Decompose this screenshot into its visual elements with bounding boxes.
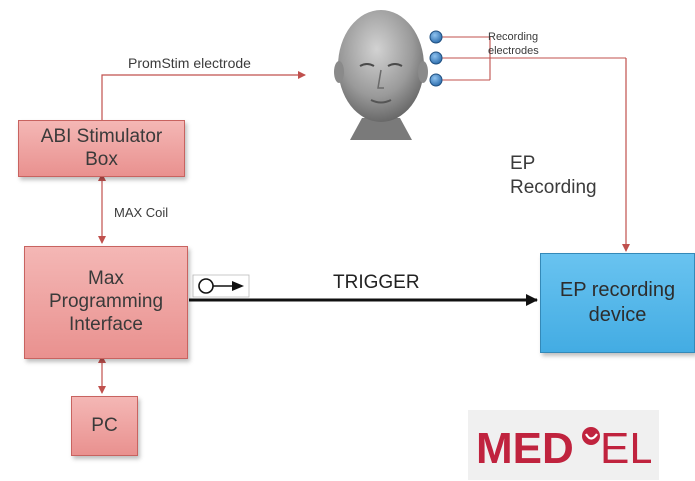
promstim-connector (101, 71, 306, 120)
trigger-label: TRIGGER (333, 272, 420, 293)
electrode-icon (429, 30, 443, 87)
recording-electrodes-label: Recording electrodes (488, 31, 539, 57)
pc-box: PC (71, 396, 138, 456)
abi-stimulator-box: ABI Stimulator Box (18, 120, 185, 177)
ep-recording-device-label: EP recording device (559, 279, 676, 326)
logo-dot-icon (582, 427, 600, 445)
trigger-symbol-icon (192, 274, 250, 298)
head-icon (322, 10, 440, 140)
max-coil-label: MAX Coil (114, 205, 169, 220)
abi-stimulator-label: ABI Stimulator Box (40, 125, 163, 170)
ep-recording-label: EP Recording (510, 153, 597, 198)
promstim-electrode-label: PromStim electrode (128, 55, 251, 71)
ep-recording-device-box: EP recording device (540, 253, 695, 353)
med-el-logo: MED EL (468, 410, 659, 480)
max-programming-interface-box: Max Programming Interface (24, 246, 188, 359)
pc-label: PC (91, 414, 118, 436)
med-el-logo-mark: MED EL (476, 424, 651, 469)
logo-text-med: MED (476, 424, 574, 469)
logo-text-el: EL (600, 424, 651, 469)
recording-electrode-wires (442, 36, 626, 81)
max-programming-interface-label: Max Programming Interface (48, 268, 164, 335)
